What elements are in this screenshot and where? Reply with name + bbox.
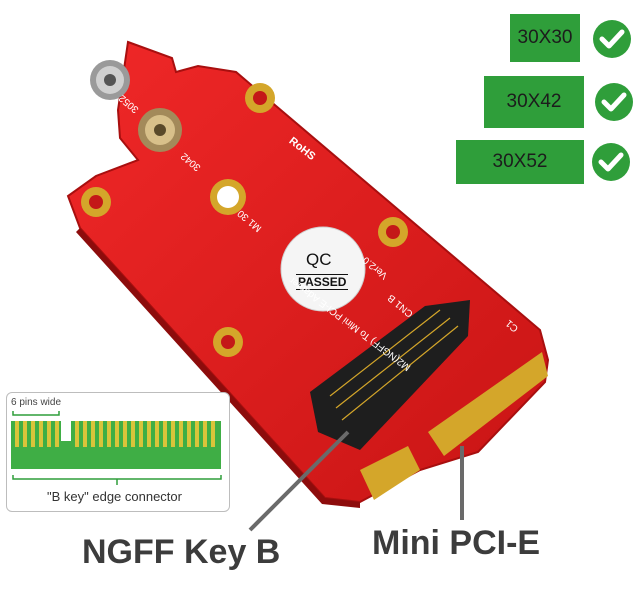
check-icon: [593, 20, 631, 58]
callout-ngff-key-b: NGFF Key B: [82, 533, 281, 571]
inset-caption: "B key" edge connector: [47, 489, 182, 504]
b-key-inset: 6 pins wide "B key" edge connector: [6, 392, 230, 512]
qc-sticker: [280, 226, 366, 312]
m2-slot: [310, 300, 470, 450]
screw-standoff-3042: [138, 108, 182, 152]
badge-label: 30X30: [517, 27, 573, 48]
qc-text: QC: [306, 250, 332, 269]
edge-contacts-left: [360, 446, 420, 500]
callout-mini-pci-e: Mini PCI-E: [372, 524, 541, 562]
passed-text: PASSED: [296, 274, 349, 290]
edge-contacts-right: [428, 352, 548, 456]
badge-label: 30X42: [506, 91, 562, 112]
pins-label: 6 pins wide: [11, 397, 62, 408]
size-badge-30x30: 30X30: [510, 14, 580, 62]
screw-standoff-3052: [90, 60, 130, 100]
check-icon: [592, 143, 630, 181]
edge-connector-diagram: [11, 411, 222, 485]
badge-label: 30X52: [492, 151, 548, 172]
size-badge-30x52: 30X52: [456, 140, 584, 184]
size-badge-30x42: 30X42: [484, 76, 584, 128]
check-icon: [595, 83, 633, 121]
